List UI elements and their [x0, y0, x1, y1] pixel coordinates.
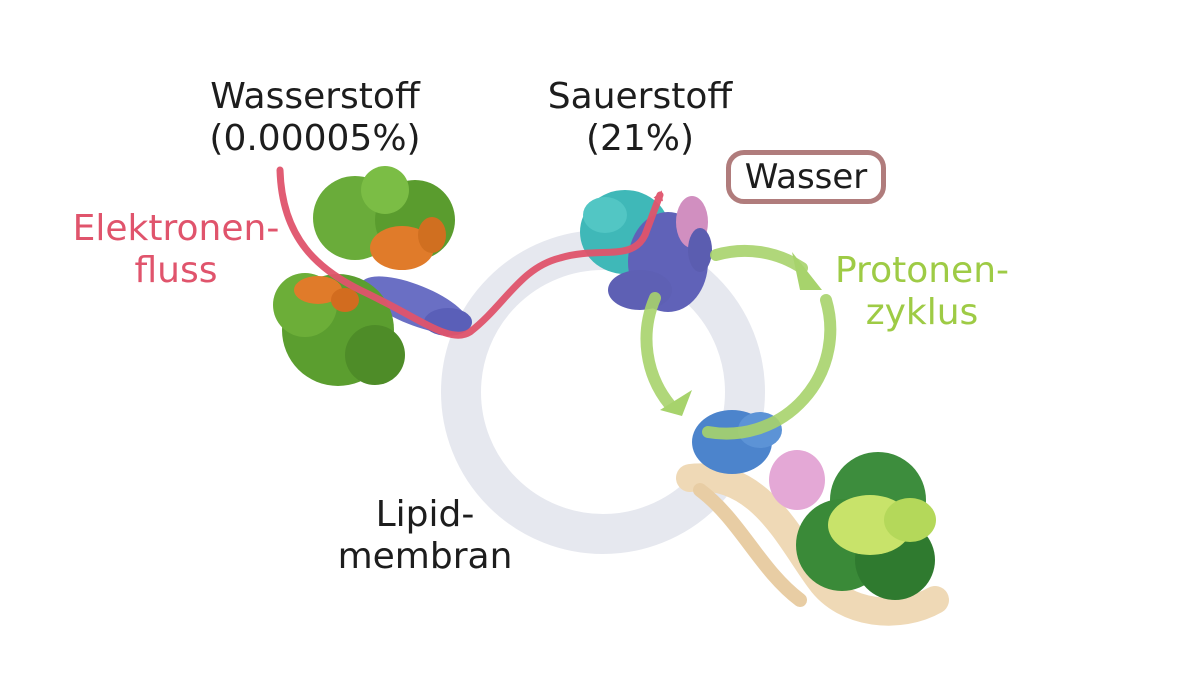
oxygen-label-line2: (21%) [585, 118, 695, 160]
hydrogen-label: Wasserstoff (0.00005%) [185, 76, 445, 161]
atp-synthase-illustration [676, 410, 949, 626]
water-label-box: Wasser [726, 150, 886, 204]
oxygen-label-line1: Sauerstoff [547, 76, 733, 117]
proton-arrowhead-upper [792, 252, 822, 290]
proton-cycle-label: Protonen- zyklus [812, 250, 1032, 335]
proton-cycle-arrows [640, 244, 837, 440]
electron-flow-arrow [276, 166, 664, 339]
proton-cycle-label-line1: Protonen- [834, 250, 1010, 291]
lipid-membrane-label: Lipid- membran [320, 494, 530, 579]
proton-arrowhead-lower [660, 390, 692, 416]
lipid-membrane-label-line1: Lipid- [375, 494, 475, 535]
electron-flow-label-line1: Elektronen- [72, 208, 280, 249]
proton-cycle-label-line2: zyklus [865, 292, 979, 334]
hydrogen-label-line2: (0.00005%) [209, 118, 421, 160]
electron-flow-label: Elektronen- fluss [46, 208, 306, 293]
electron-flow-label-line2: fluss [134, 250, 218, 292]
oxygen-label: Sauerstoff (21%) [540, 76, 740, 161]
hydrogenase-protein-illustration [273, 166, 472, 386]
hydrogen-label-line1: Wasserstoff [210, 76, 420, 117]
lipid-membrane-label-line2: membran [337, 536, 513, 578]
